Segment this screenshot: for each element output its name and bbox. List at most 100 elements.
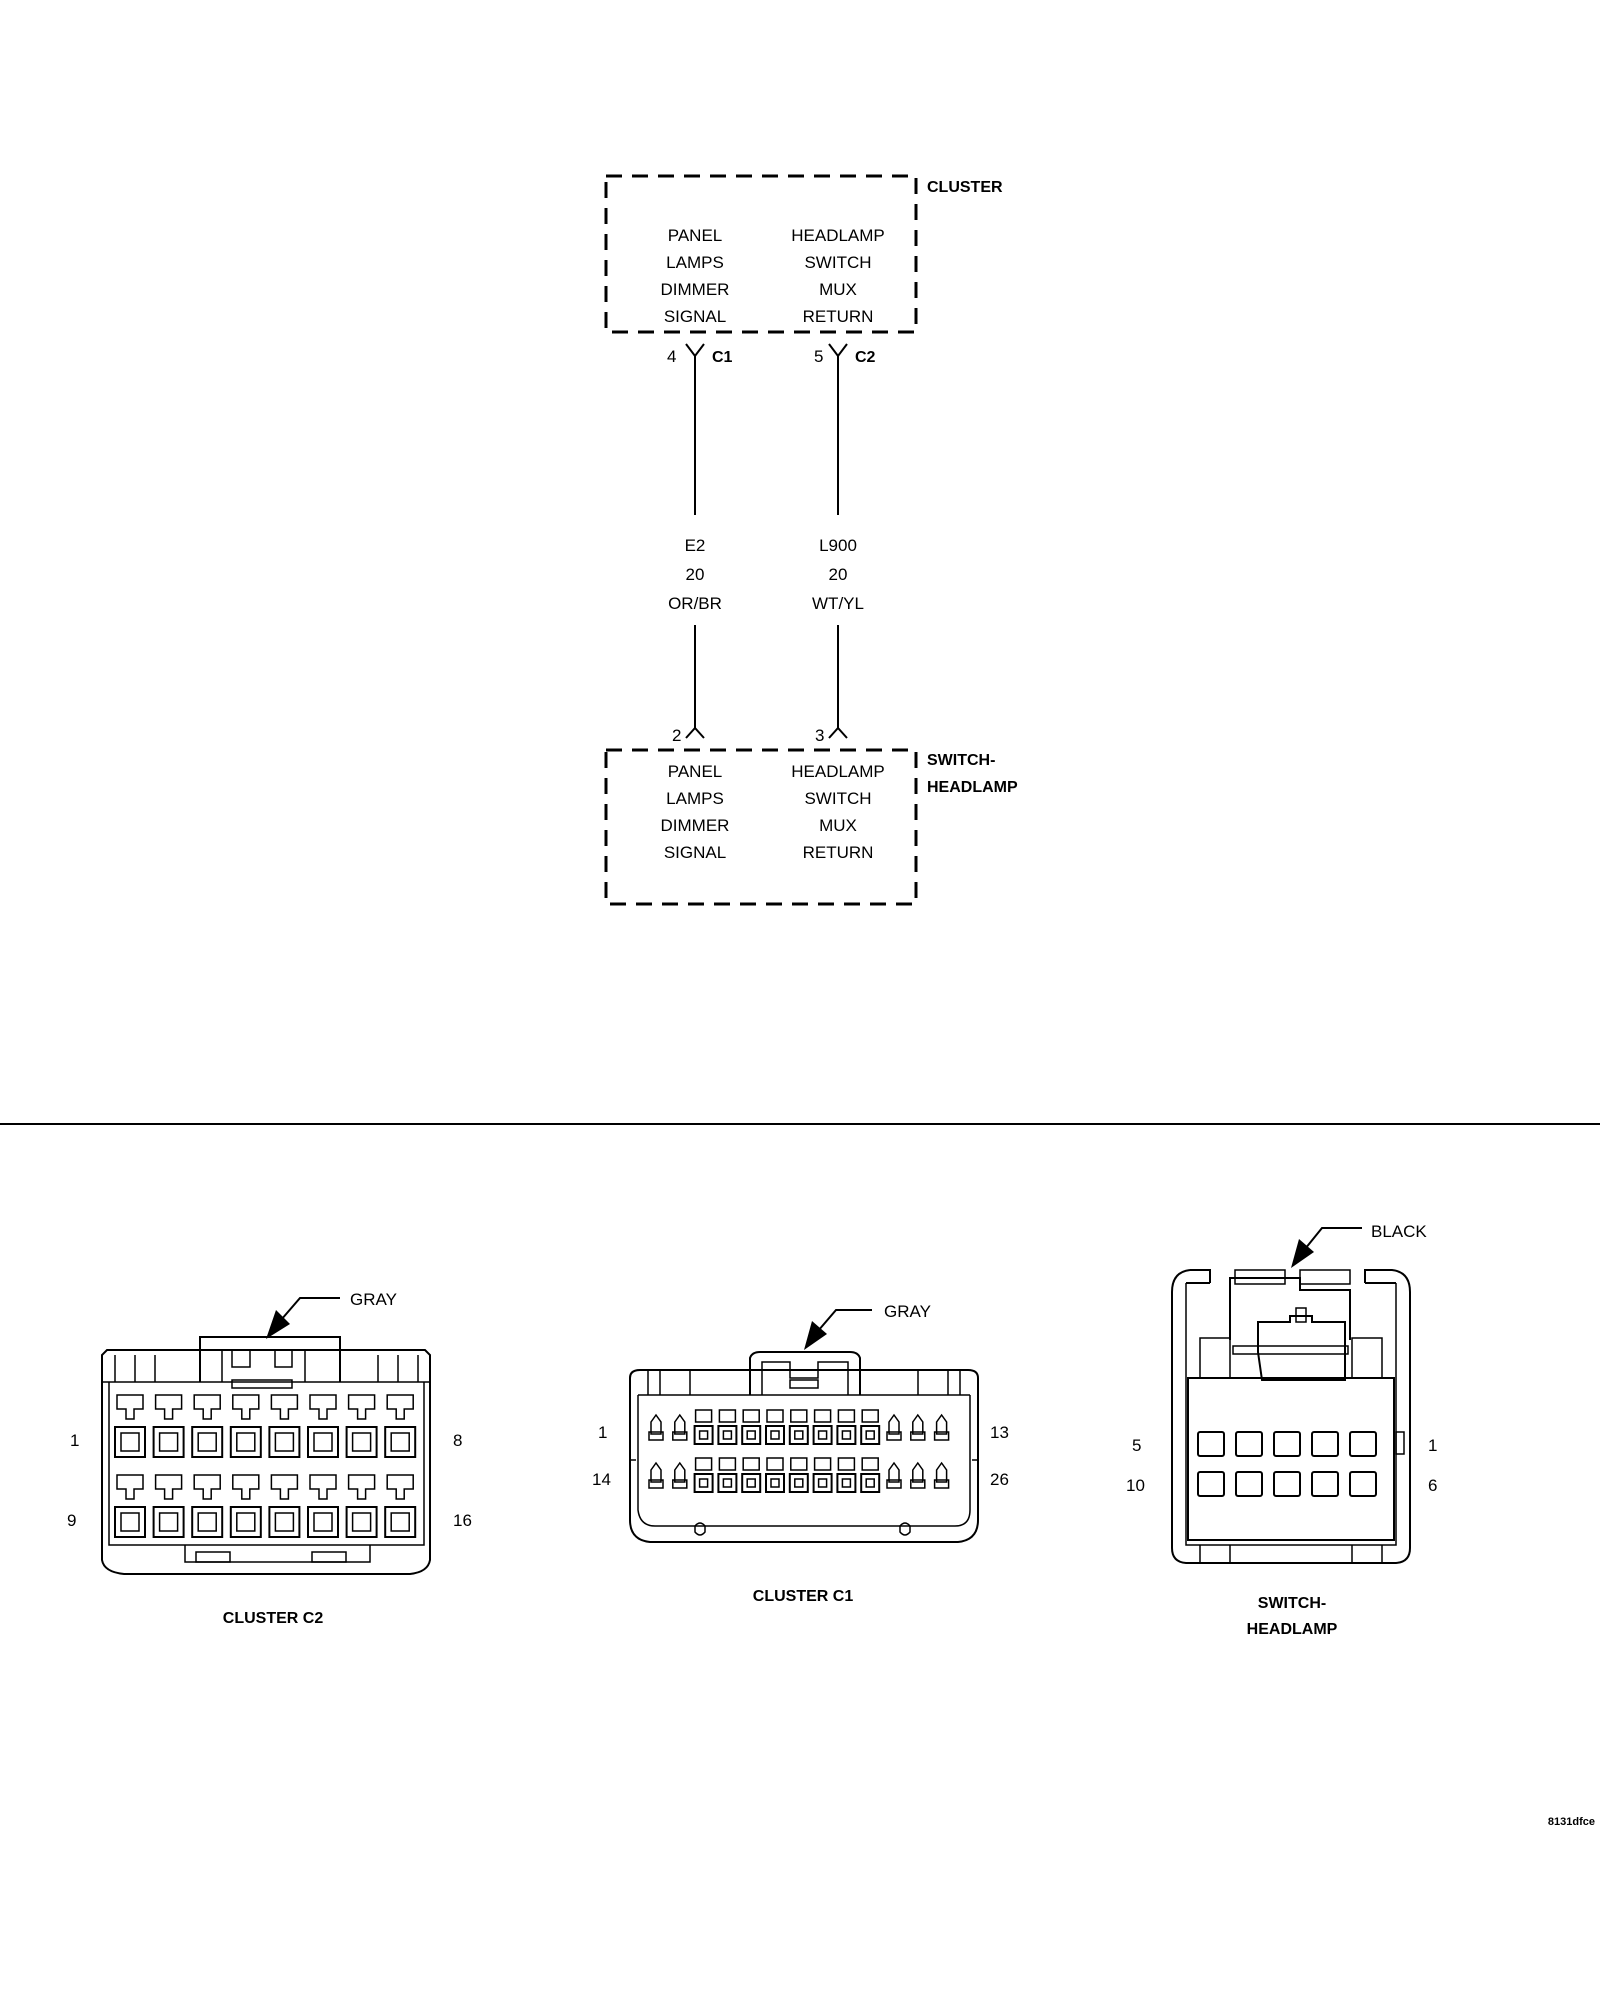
c2-latch-outer: [199, 1336, 341, 1382]
c2-cavity-socket: [307, 1426, 339, 1458]
wire-l900-top-pin: 5: [814, 347, 823, 366]
switch-name-line-1: SWITCH-: [927, 752, 995, 769]
switch-left-line-3: DIMMER: [661, 816, 730, 835]
c1-cavity-small: [912, 1413, 924, 1435]
switch-left-line-1: PANEL: [668, 762, 723, 781]
c1-cavity-small: [888, 1413, 900, 1435]
sw-side-posts: [1199, 1337, 1383, 1378]
sw-top-slot-2: [1299, 1269, 1351, 1285]
c2-cavity-socket: [114, 1506, 146, 1538]
wire-e2-bottom-terminal: [685, 726, 705, 739]
c2-housing: [101, 1349, 431, 1575]
c1-cavity-small-base: [910, 1479, 926, 1489]
wire-l900-bottom-pin: 3: [815, 726, 824, 745]
c1-cavity-terminal: [841, 1478, 852, 1488]
switch-right-line-4: RETURN: [803, 843, 874, 862]
sw-side-key: [1395, 1431, 1405, 1455]
c1-cavity-socket: [741, 1473, 762, 1493]
c2-cavity-tab: [232, 1474, 260, 1500]
sw-pin-bottom-left: 10: [1126, 1476, 1145, 1495]
c2-cavity-terminal: [158, 1432, 179, 1452]
figure-id: 8131dfce: [1548, 1816, 1595, 1828]
c2-right-ribs: [377, 1355, 419, 1382]
c1-pin-top-right: 13: [990, 1423, 1009, 1442]
c2-cavity-terminal: [274, 1512, 295, 1532]
c2-cavity-tab: [347, 1394, 376, 1420]
sw-color-label: BLACK: [1371, 1222, 1427, 1241]
c1-cavity-small-base: [933, 1431, 950, 1441]
c1-cavity-socket: [788, 1425, 809, 1445]
c1-cavity-terminal: [770, 1478, 780, 1488]
c2-cavity-tab: [270, 1474, 299, 1500]
wire-e2: 4 C1 E2 20 OR/BR 2: [667, 343, 733, 745]
wire-e2-circuit: E2: [685, 536, 706, 555]
c1-cavity-small-base: [648, 1431, 664, 1441]
sw-callout-arrow: [1291, 1239, 1314, 1268]
c2-bottom-slot-2: [311, 1551, 347, 1563]
c1-cavity-small: [650, 1461, 662, 1483]
sw-bottom-ribs: [1199, 1545, 1383, 1563]
switch-name-line-2: HEADLAMP: [927, 779, 1018, 796]
cluster-left-line-1: PANEL: [668, 226, 723, 245]
c1-cavity-small-base: [648, 1479, 664, 1489]
c1-cavity-tab: [718, 1409, 737, 1423]
c1-cavity-socket: [693, 1473, 714, 1493]
c2-cavity-tab: [154, 1474, 183, 1500]
c1-cavity-socket: [860, 1425, 881, 1445]
sw-latch-bar: [1232, 1345, 1349, 1355]
c1-cavity-terminal: [722, 1478, 733, 1488]
c1-cavity-tab: [694, 1409, 713, 1423]
c2-cavity-tab: [193, 1394, 221, 1420]
c2-cavity-terminal: [390, 1512, 410, 1532]
wire-l900-connector: C2: [855, 349, 876, 366]
sw-cavity: [1197, 1431, 1225, 1457]
c1-cavity-tab: [694, 1457, 713, 1471]
c2-bottom-slot-1: [195, 1551, 231, 1563]
cluster-left-line-2: LAMPS: [666, 253, 724, 272]
c1-cavity-terminal: [770, 1430, 780, 1440]
c2-cavity-tab: [270, 1394, 299, 1420]
wire-e2-top-pin: 4: [667, 347, 676, 366]
c1-cavity-small-base: [933, 1479, 950, 1489]
switch-left-line-4: SIGNAL: [664, 843, 726, 862]
switch-left-line-2: LAMPS: [666, 789, 724, 808]
c1-cavity-small-base: [910, 1431, 926, 1441]
c2-title: CLUSTER C2: [223, 1610, 324, 1627]
c1-cavity-socket: [812, 1425, 833, 1445]
c1-housing: [629, 1369, 979, 1543]
c1-cavity-socket: [717, 1425, 738, 1445]
switch-right-line-3: MUX: [819, 816, 857, 835]
c1-cavity-small: [912, 1461, 924, 1483]
c2-cavity-tab: [309, 1474, 337, 1500]
sw-title-line-2: HEADLAMP: [1247, 1621, 1338, 1638]
cluster-right-line-4: RETURN: [803, 307, 874, 326]
c2-pin-bottom-right: 16: [453, 1511, 472, 1530]
c1-cavity-tab: [790, 1409, 808, 1423]
switch-left-circuit: PANEL LAMPS DIMMER SIGNAL: [661, 762, 730, 862]
c1-cavity-small: [935, 1413, 948, 1435]
sw-cavity: [1311, 1471, 1339, 1497]
sw-cavity: [1349, 1471, 1377, 1497]
c2-cavity-socket: [191, 1426, 224, 1458]
c2-cavity-terminal: [158, 1512, 179, 1532]
c2-cavity-socket: [229, 1506, 262, 1538]
sw-cavity: [1311, 1431, 1339, 1457]
sw-cavities: [1197, 1431, 1377, 1497]
c1-cavity-small-base: [886, 1431, 902, 1441]
c1-inner-outline: [637, 1394, 971, 1527]
c1-cavity-terminal: [794, 1478, 804, 1488]
c1-title: CLUSTER C1: [753, 1588, 854, 1605]
sw-top-latch: [1229, 1277, 1351, 1340]
wire-l900-circuit: L900: [819, 536, 857, 555]
sw-cavity: [1273, 1431, 1301, 1457]
c2-bottom-key: [184, 1545, 371, 1563]
c2-cavity-tab: [347, 1474, 376, 1500]
c2-left-ribs: [114, 1355, 156, 1382]
connector-view-cluster-c2: GRAY 1 8 9 16 CLUSTER C2: [67, 1290, 472, 1627]
c1-cavity-tab: [837, 1457, 856, 1471]
c1-cavity-terminal: [746, 1430, 756, 1440]
c1-latch-inner: [761, 1361, 849, 1395]
c2-latch-right: [274, 1349, 306, 1382]
sw-top-slot-1: [1234, 1269, 1286, 1285]
